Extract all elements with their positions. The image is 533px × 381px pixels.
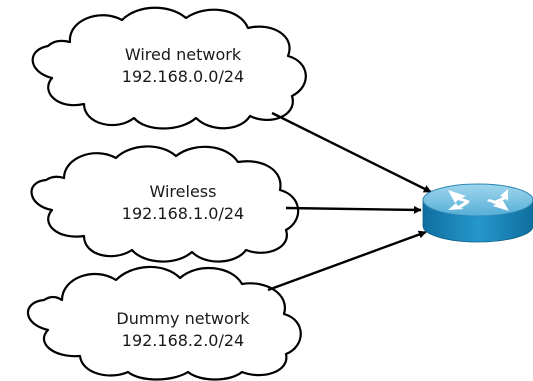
arrow-wired-to-router bbox=[271, 111, 432, 194]
router-top bbox=[422, 183, 533, 217]
cloud-subnet-label: 192.168.0.0/24 bbox=[122, 67, 244, 86]
cloud-name-label: Wireless bbox=[150, 182, 217, 201]
arrow-dummy-to-router bbox=[267, 230, 427, 292]
router-icon bbox=[422, 183, 533, 243]
cloud-shape bbox=[26, 265, 302, 381]
cloud-subnet-label: 192.168.2.0/24 bbox=[122, 331, 244, 350]
cloud-shape bbox=[31, 6, 307, 130]
cloud-subnet-label: 192.168.1.0/24 bbox=[122, 204, 244, 223]
cloud-wired-network: Wired network 192.168.0.0/24 bbox=[31, 6, 307, 130]
cloud-dummy-network: Dummy network 192.168.2.0/24 bbox=[26, 265, 302, 381]
arrow-wireless-to-router bbox=[285, 205, 422, 214]
cloud-wireless: Wireless 192.168.1.0/24 bbox=[30, 145, 300, 263]
cloud-name-label: Dummy network bbox=[116, 309, 250, 328]
router-arrows bbox=[448, 189, 509, 211]
cloud-name-label: Wired network bbox=[125, 45, 242, 64]
cloud-shape bbox=[30, 145, 300, 263]
